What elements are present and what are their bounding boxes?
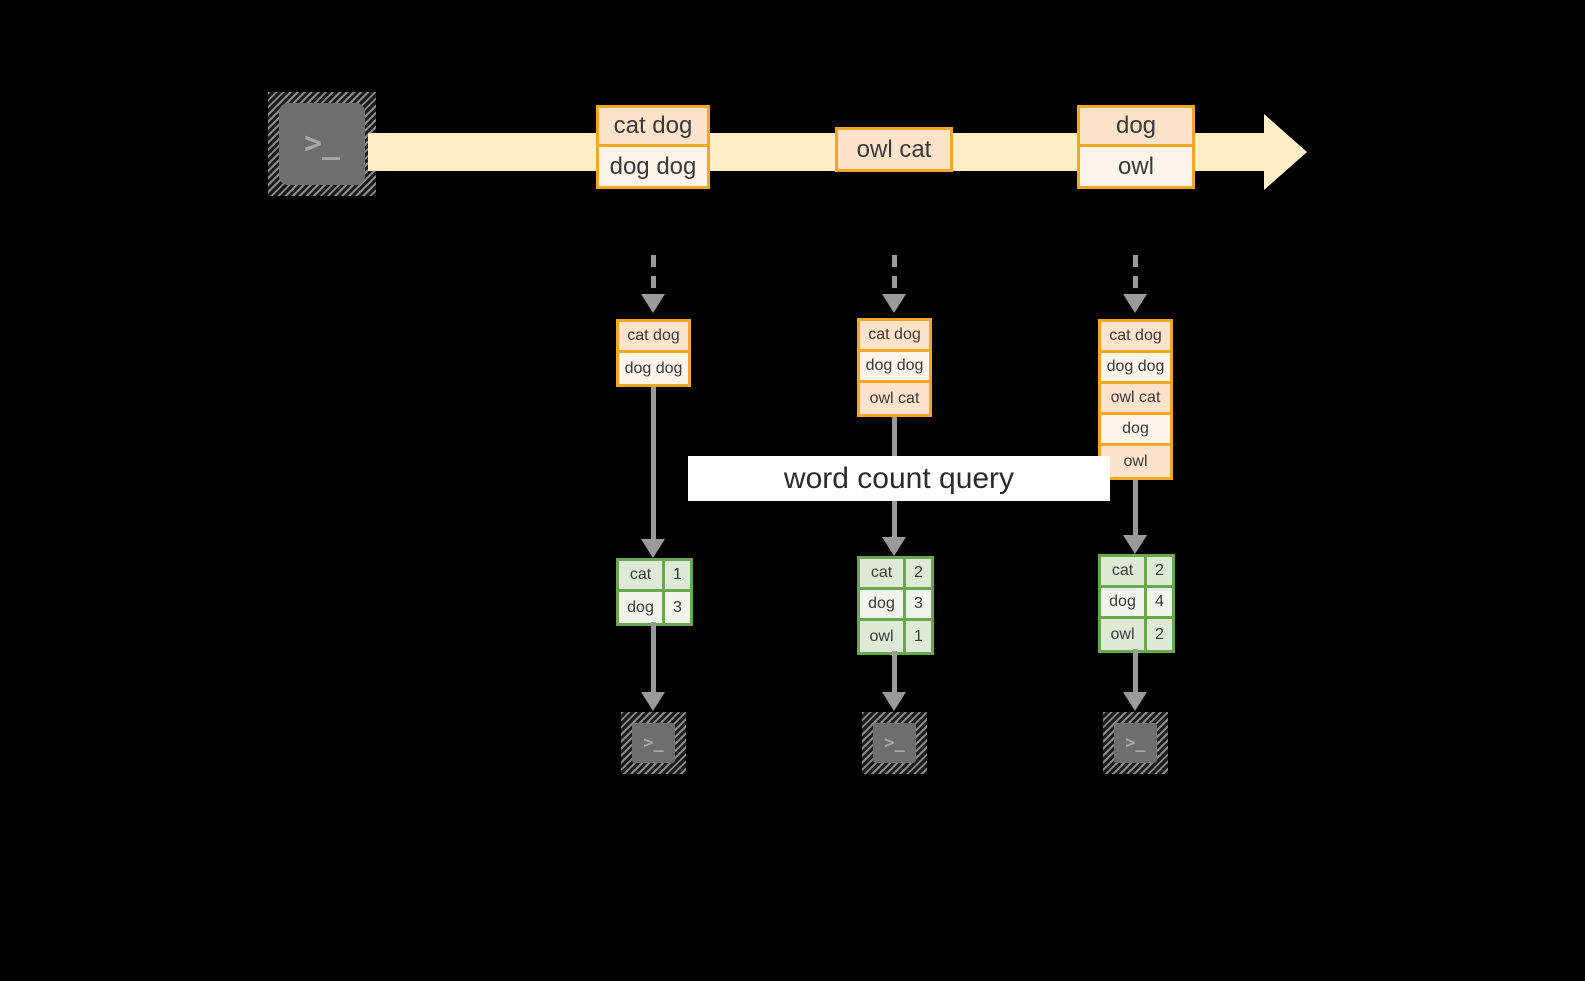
result-word: cat [619,561,665,589]
snapshot-2-trigger-line [892,255,897,296]
input-record: cat dog [619,322,688,353]
snapshot-2-query-arrowhead [882,537,906,556]
input-record: owl cat [1101,384,1170,415]
snapshot-2-output-arrowhead [882,692,906,711]
timeline-event-group-2: owl cat [835,127,953,172]
prompt-glyph: >_ [884,732,905,753]
result-count: 2 [906,559,931,587]
record-text: dog [1122,420,1149,437]
prompt-glyph: >_ [303,126,341,161]
terminal-screen: >_ [279,103,365,185]
terminal-screen: >_ [873,723,916,763]
snapshot-2-result-table: cat 2 dog 3 owl 1 [857,556,934,655]
result-row: cat 1 [619,561,690,592]
result-word: dog [1101,588,1147,616]
snapshot-1-input-stack: cat dog dog dog [616,319,691,387]
prompt-glyph: >_ [643,732,664,753]
snapshot-3-query-line [1133,480,1138,537]
timeline-record: owl [1080,147,1192,186]
result-row: dog 3 [619,592,690,623]
input-record: owl cat [860,383,929,414]
result-row: cat 2 [860,559,931,590]
snapshot-1-query-arrowhead [641,539,665,558]
record-text: dog [1115,112,1157,139]
snapshot-2-sink-terminal-icon: >_ [862,712,927,774]
result-count: 1 [906,621,931,652]
result-count: 2 [1147,619,1172,650]
result-word: cat [1101,557,1147,585]
snapshot-1-result-table: cat 1 dog 3 [616,558,693,626]
result-word: owl [860,621,906,652]
input-record: cat dog [1101,322,1170,353]
result-word: cat [860,559,906,587]
snapshot-1-output-line [651,622,656,694]
timeline-event-group-3: dog owl [1077,105,1195,189]
input-record: dog dog [1101,353,1170,384]
record-text: cat dog [1109,327,1162,344]
result-row: dog 4 [1101,588,1172,619]
input-record: dog [1101,415,1170,446]
record-text: owl cat [869,389,920,407]
prompt-glyph: >_ [1125,732,1146,753]
snapshot-3-sink-terminal-icon: >_ [1103,712,1168,774]
result-count: 3 [665,592,690,623]
result-row: owl 2 [1101,619,1172,650]
snapshot-1-trigger-arrowhead [641,294,665,313]
terminal-screen: >_ [632,723,675,763]
record-text: dog dog [624,359,683,377]
result-row: cat 2 [1101,557,1172,588]
snapshot-3-output-line [1133,649,1138,694]
query-banner-label: word count query [783,461,1015,495]
timeline-record: owl cat [838,130,950,169]
snapshot-1-sink-terminal-icon: >_ [621,712,686,774]
timeline-event-group-1: cat dog dog dog [596,105,710,189]
result-count: 2 [1147,557,1172,585]
record-text: cat dog [627,327,680,344]
snapshot-3-trigger-arrowhead [1123,294,1147,313]
terminal-screen: >_ [1114,723,1157,763]
result-row: owl 1 [860,621,931,652]
input-record: dog dog [619,353,688,384]
snapshot-3-output-arrowhead [1123,692,1147,711]
snapshot-2-input-stack: cat dog dog dog owl cat [857,318,932,417]
record-text: owl [1117,152,1154,180]
record-text: owl cat [856,135,932,163]
snapshot-1-trigger-line [651,255,656,296]
snapshot-2-output-line [892,651,897,694]
input-record: owl [1101,446,1170,477]
snapshot-3-input-stack: cat dog dog dog owl cat dog owl [1098,319,1173,480]
result-count: 1 [665,561,690,589]
source-terminal-icon: >_ [268,92,376,196]
snapshot-3-trigger-line [1133,255,1138,296]
input-record: dog dog [860,352,929,383]
snapshot-3-result-table: cat 2 dog 4 owl 2 [1098,554,1175,653]
result-word: dog [860,590,906,618]
timeline-record: cat dog [599,108,707,147]
timeline-record: dog dog [599,147,707,186]
input-record: cat dog [860,321,929,352]
result-word: owl [1101,619,1147,650]
record-text: cat dog [613,112,693,139]
record-text: owl cat [1110,389,1161,406]
record-text: dog dog [865,357,924,374]
record-text: dog dog [609,152,697,180]
result-count: 3 [906,590,931,618]
query-banner: word count query [688,456,1110,501]
snapshot-2-trigger-arrowhead [882,294,906,313]
result-word: dog [619,592,665,623]
stream-timeline-arrowhead [1264,114,1307,190]
record-text: dog dog [1106,358,1165,375]
result-count: 4 [1147,588,1172,616]
record-text: owl [1123,452,1148,470]
snapshot-1-output-arrowhead [641,692,665,711]
snapshot-1-query-line [651,387,656,541]
timeline-record: dog [1080,108,1192,147]
snapshot-3-query-arrowhead [1123,535,1147,554]
record-text: cat dog [868,326,921,343]
result-row: dog 3 [860,590,931,621]
